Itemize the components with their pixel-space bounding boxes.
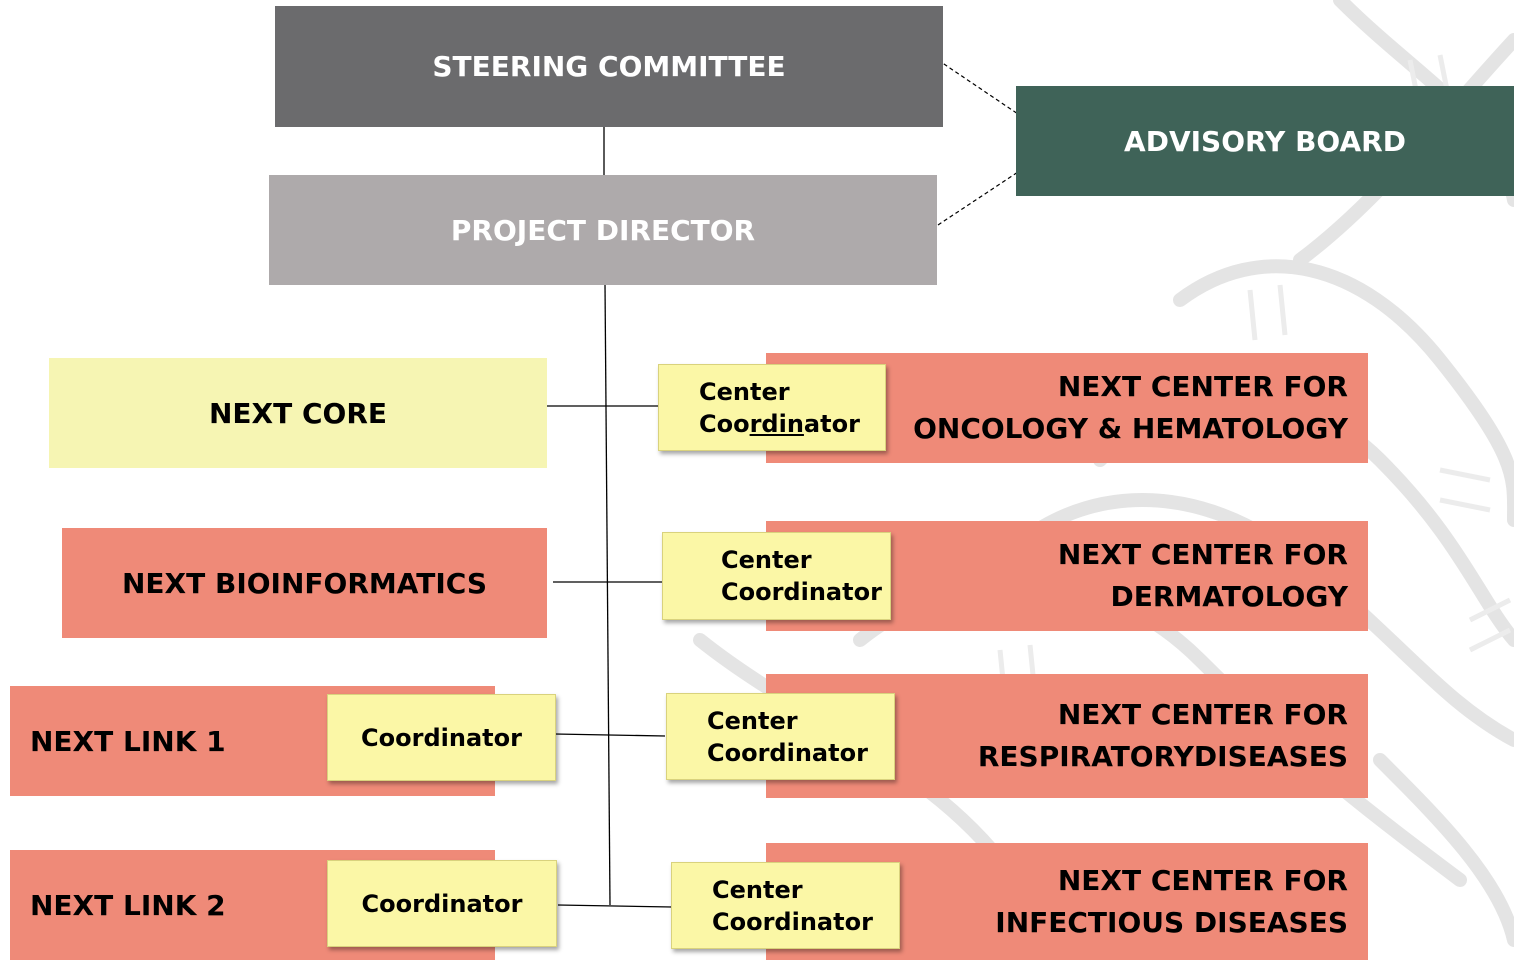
center-coordinator-note-respiratory: Center Coordinator — [666, 693, 895, 780]
project-director-box: PROJECT DIRECTOR — [269, 175, 937, 285]
note-line2-part-a: Coo — [699, 409, 750, 438]
next-bioinformatics-box: NEXT BIOINFORMATICS — [62, 528, 547, 638]
center-respiratory-line1: NEXT CENTER FOR — [1057, 698, 1348, 731]
note-line2: Coordinator — [721, 578, 882, 606]
center-oncology-line2: ONCOLOGY & HEMATOLOGY — [913, 412, 1348, 445]
connector-link1 — [554, 733, 666, 737]
next-core-label: NEXT CORE — [208, 396, 388, 430]
center-coordinator-note-dermatology: Center Coordinator — [662, 532, 891, 620]
center-coordinator-note-infectious: Center Coordinator — [671, 862, 900, 949]
connector-trunk — [604, 283, 611, 906]
center-infectious-line2: INFECTIOUS DISEASES — [995, 905, 1348, 939]
note-line1: Center — [712, 875, 803, 904]
steering-committee-box: STEERING COMMITTEE — [275, 6, 943, 127]
next-link-1-label: NEXT LINK 1 — [30, 724, 226, 758]
center-respiratory-line2: RESPIRATORYDISEASES — [977, 740, 1348, 773]
next-link-2-label: NEXT LINK 2 — [30, 888, 226, 922]
next-core-box: NEXT CORE — [49, 358, 547, 468]
project-director-label: PROJECT DIRECTOR — [450, 213, 756, 247]
coordinator-note-link1: Coordinator — [327, 694, 556, 781]
note-line2: Coordinator — [712, 907, 873, 936]
center-oncology-line1: NEXT CENTER FOR — [1057, 370, 1348, 403]
note-line2-part-b: rdin — [749, 409, 804, 438]
center-coordinator-note-oncology: Center Coordinator — [658, 364, 886, 451]
coordinator-note-link2: Coordinator — [327, 860, 557, 947]
note-line2: Coordinator — [699, 408, 885, 440]
center-dermatology-line2: DERMATOLOGY — [1110, 580, 1348, 613]
note-line1: Center — [721, 546, 812, 574]
coordinator-label: Coordinator — [361, 889, 523, 918]
note-line2: Coordinator — [707, 738, 868, 767]
dashed-link-steering-advisory — [937, 59, 1019, 115]
dashed-link-director-advisory — [937, 171, 1019, 226]
steering-committee-label: STEERING COMMITTEE — [432, 50, 786, 83]
next-bioinformatics-label: NEXT BIOINFORMATICS — [121, 566, 487, 600]
connector-link2 — [557, 904, 673, 908]
advisory-board-label: ADVISORY BOARD — [1124, 124, 1406, 158]
note-line1: Center — [699, 377, 790, 406]
note-line1: Center — [707, 706, 798, 735]
note-line2-part-c: ator — [803, 409, 860, 438]
center-dermatology-line1: NEXT CENTER FOR — [1057, 538, 1348, 571]
center-infectious-line1: NEXT CENTER FOR — [1057, 863, 1348, 897]
advisory-board-box: ADVISORY BOARD — [1016, 86, 1514, 196]
coordinator-label: Coordinator — [361, 723, 522, 752]
